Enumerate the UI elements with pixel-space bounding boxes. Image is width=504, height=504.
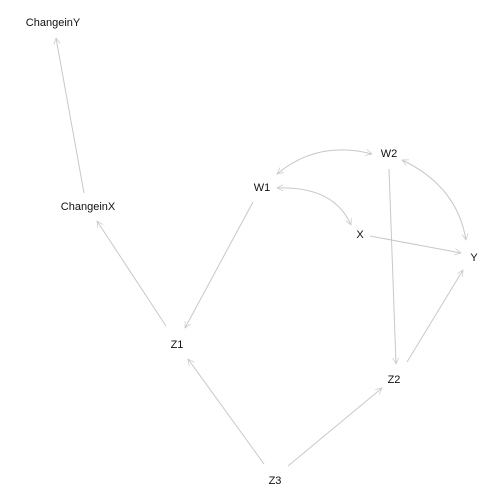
node-w2: W2 [381, 148, 398, 160]
edges-layer [56, 38, 466, 467]
edge-z2-to-y [406, 270, 464, 363]
edge-x-to-y [369, 235, 461, 253]
edge-w2-to-z2 [388, 168, 396, 364]
node-x: X [356, 229, 364, 241]
edge-w1-bi-x [277, 188, 351, 225]
node-w1: W1 [254, 182, 271, 194]
nodes-layer: ChangeinY ChangeinX W1 W2 X Y Z1 Z2 Z3 [26, 17, 479, 487]
edge-w1-to-z1 [184, 201, 254, 328]
edge-z1-to-changeinx [97, 221, 167, 327]
edge-z3-to-z2 [287, 388, 382, 467]
node-z1: Z1 [171, 339, 184, 351]
edge-z3-to-z1 [188, 359, 265, 465]
node-changeinx: ChangeinX [61, 201, 116, 213]
node-y: Y [470, 252, 478, 264]
node-z2: Z2 [388, 374, 401, 386]
edge-w2-bi-y [402, 160, 466, 240]
edge-w1-bi-w2 [277, 150, 372, 174]
node-changeiny: ChangeinY [26, 17, 81, 29]
node-z3: Z3 [269, 475, 282, 487]
edge-changeinx-to-changeiny [56, 38, 85, 194]
